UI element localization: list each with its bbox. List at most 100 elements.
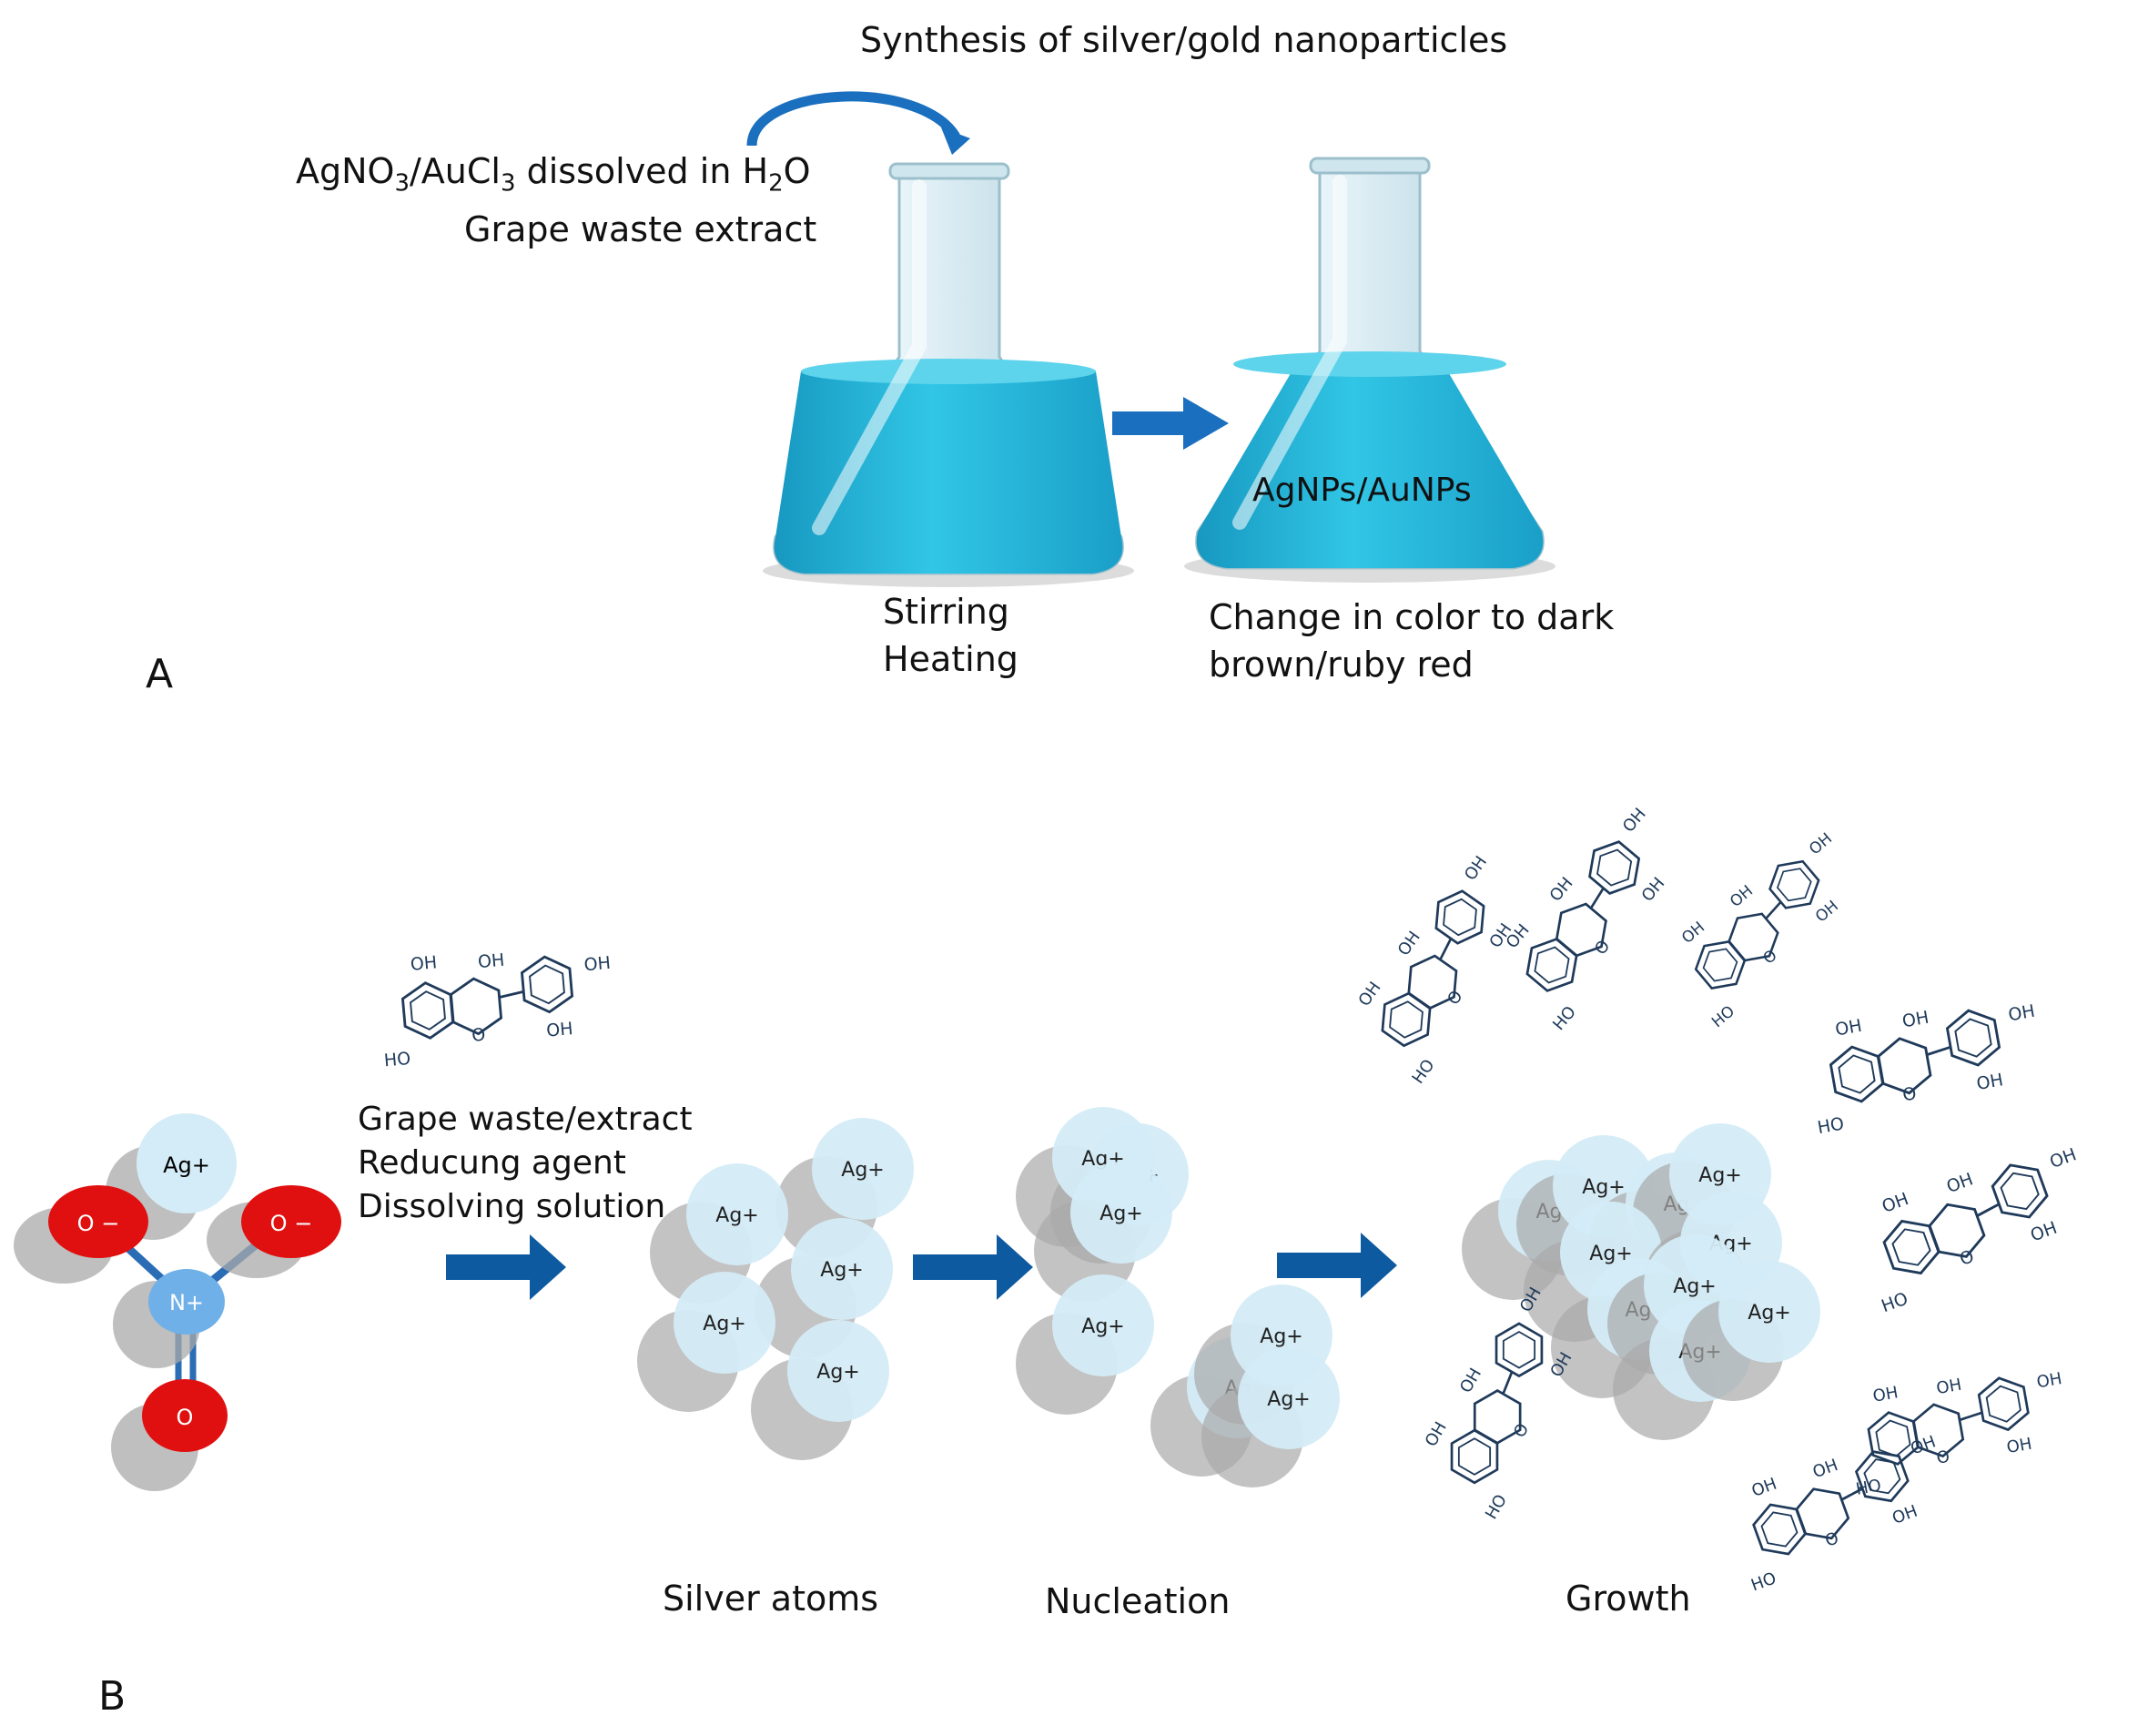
stage-arrow-3-icon [1277, 1233, 1397, 1298]
ion-label: Ag+ [1582, 1176, 1625, 1199]
ag-ion-nitrate-label: Ag+ [163, 1152, 210, 1178]
ring [1829, 1045, 1885, 1103]
ion-label: Ag+ [1260, 1325, 1302, 1348]
ring-inner [1502, 1330, 1536, 1369]
ring [1877, 1037, 1932, 1095]
molecule-label: OH [1546, 874, 1577, 906]
bond [1765, 901, 1782, 919]
oxygen-right [241, 1185, 341, 1258]
bond [1976, 1203, 2000, 1217]
molecule-label: OH [1908, 1432, 1938, 1458]
molecule-label: OH [1871, 1383, 1900, 1406]
molecule-label: OH [2028, 1218, 2060, 1246]
flask2-caption-line2: brown/ruby red [1209, 645, 1474, 685]
molecule-label: OH [1749, 1475, 1779, 1501]
oxygen-bottom [142, 1379, 228, 1452]
molecule-label: O [1760, 947, 1781, 969]
molecule-label: OH [1806, 829, 1836, 858]
ring [449, 977, 503, 1036]
molecule-label: HO [1748, 1568, 1778, 1595]
reagent-label: AgNO3/AuCl3 dissolved in H2O [296, 151, 811, 198]
silver-ion: Ag+ [751, 1320, 889, 1460]
ion-sphere [686, 1163, 788, 1265]
curved-arrow-head-icon [941, 127, 970, 155]
molecule-label: O [1510, 1420, 1533, 1441]
bond [1589, 888, 1605, 909]
ring [1728, 912, 1779, 962]
ring [1381, 991, 1432, 1048]
stage-label-nucleation: Nucleation [1045, 1581, 1231, 1621]
silver-ion: Ag+ [1682, 1261, 1820, 1401]
ring [400, 981, 455, 1040]
molecule-label: O [1591, 937, 1614, 959]
ring-inner [1863, 1458, 1901, 1495]
molecule-label: OH [1619, 805, 1650, 837]
molecule-label: OH [2005, 1435, 2033, 1457]
molecule-label: OH [583, 953, 612, 975]
molecule-label: OH [1727, 882, 1757, 911]
ring-inner [410, 990, 446, 1030]
process-arrow-icon [1112, 397, 1229, 450]
silver-ion: Ag+ [1016, 1274, 1154, 1415]
ion-label: Ag+ [1099, 1203, 1142, 1225]
molecule-label: OH [1638, 874, 1669, 906]
oxygen-left [48, 1185, 148, 1258]
ion-label: Ag+ [841, 1159, 884, 1182]
molecule-label: O [1935, 1447, 1951, 1468]
stage-label-silver-atoms: Silver atoms [663, 1579, 879, 1619]
ring-inner [529, 964, 565, 1005]
bond [1439, 938, 1453, 960]
ring [1588, 840, 1641, 895]
ion-sphere [1070, 1162, 1172, 1264]
reagent-sub-1: 3 [394, 169, 410, 198]
ring [1495, 1322, 1544, 1378]
silver-ion: Ag+ [637, 1272, 775, 1412]
ring-inner [1443, 898, 1477, 937]
molecule-label: OH [1461, 853, 1491, 885]
stage-arrow-1-icon [446, 1234, 566, 1300]
ring [1752, 1503, 1807, 1556]
molecule-label: HO [1879, 1289, 1910, 1317]
nitrogen [148, 1269, 225, 1335]
molecule-label: OH [1678, 919, 1708, 948]
ring [1525, 938, 1578, 992]
ring-inner [1389, 1000, 1424, 1039]
molecule-label: OH [1355, 979, 1385, 1010]
bond [1926, 1045, 1951, 1057]
ion-label: Ag+ [715, 1204, 758, 1227]
stage-arrow-2-icon [913, 1234, 1033, 1300]
curved-arrow-icon [746, 91, 960, 147]
panel-b-letter: B [98, 1673, 127, 1720]
flask2-label: AgNPs/AuNPs [1252, 472, 1472, 509]
molecule-label: HO [1708, 1002, 1738, 1031]
ion-label: Ag+ [703, 1313, 745, 1335]
panel-a-letter: A [146, 651, 174, 697]
molecule-label: HO [1549, 1002, 1580, 1034]
oxygen-right-label: O − [270, 1211, 313, 1236]
ring-inner [1776, 868, 1812, 902]
ion-label: Ag+ [1698, 1164, 1741, 1187]
molecule-label: HO [1482, 1491, 1511, 1522]
ring [1555, 902, 1607, 958]
molecule-label: OH [1975, 1070, 2005, 1094]
agent-label-3: Dissolving solution [358, 1188, 666, 1225]
molecule-label: OH [1880, 1189, 1911, 1217]
agent-label-1: Grape waste/extract [358, 1101, 693, 1138]
silver-ion: Ag+ [650, 1163, 788, 1304]
ring-inner [1596, 848, 1633, 887]
ion-label: Ag+ [816, 1361, 859, 1384]
flask1-caption-heating: Heating [883, 639, 1018, 679]
ion-label: Ag+ [1081, 1315, 1124, 1338]
ring [1928, 1203, 1986, 1258]
flask1-caption-stirring: Stirring [883, 592, 1009, 632]
molecule-label: HO [1816, 1113, 1846, 1138]
ion-sphere [1052, 1274, 1154, 1376]
ag-ion-nitrate [137, 1113, 237, 1213]
molecule-label: OH [1834, 1016, 1864, 1041]
bond [499, 990, 524, 999]
molecule-label: OH [1900, 1008, 1930, 1032]
ring-inner [1954, 1018, 1992, 1058]
